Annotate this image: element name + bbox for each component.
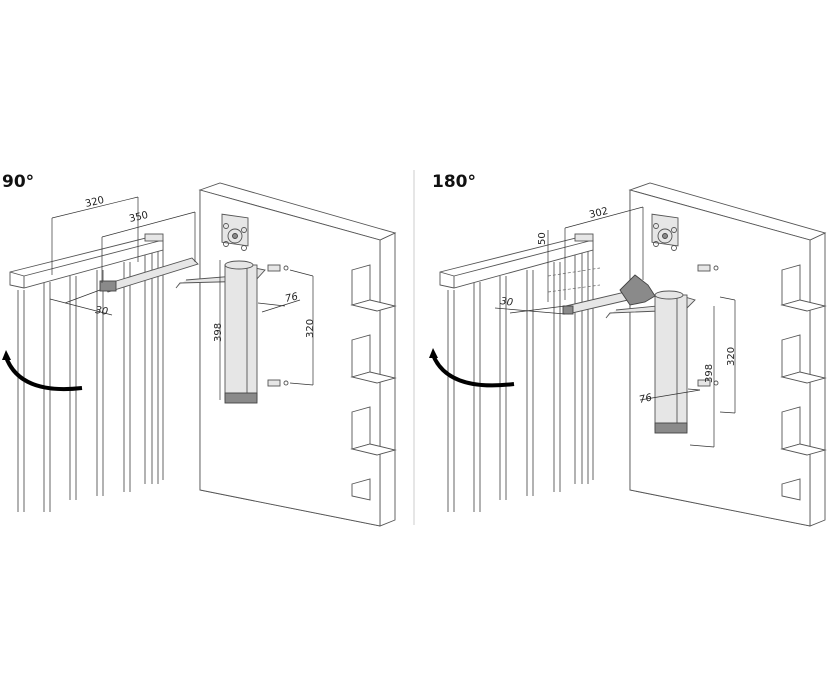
wall-and-gate (9, 182, 396, 527)
dimension-anchor-spacing: 320 (305, 319, 316, 338)
arm-joint (99, 280, 117, 292)
dimension-depth: 76 (284, 291, 299, 305)
closer-cylinder (224, 260, 258, 404)
dimension-offset: 30 (95, 305, 109, 318)
panel-90: 90° 320 350 30 76 398 320 (2, 172, 396, 527)
dimension-depth: 76 (638, 392, 653, 406)
wall-and-gate (439, 182, 826, 527)
dimension-302-arm: 302 (588, 206, 609, 221)
rotation-arrow-icon (431, 354, 515, 388)
angle-label: 90° (2, 172, 34, 192)
dimension-offset: 30 (500, 296, 514, 309)
dimension-vertical-offset: 50 (537, 232, 548, 245)
dimension-body-height: 398 (213, 323, 224, 342)
panel-180: 180° 302 50 30 76 398 320 (429, 172, 826, 527)
dimension-350-arm: 350 (128, 210, 149, 225)
closer-arm (102, 257, 199, 293)
dimension-320-arm: 320 (84, 195, 105, 210)
arm-end (562, 305, 574, 315)
dimension-anchor-spacing: 320 (726, 347, 737, 366)
closer-cylinder (654, 290, 688, 434)
rotation-arrow-icon (4, 356, 83, 391)
dimension-body-height: 398 (704, 364, 715, 383)
angle-label: 180° (432, 172, 476, 192)
